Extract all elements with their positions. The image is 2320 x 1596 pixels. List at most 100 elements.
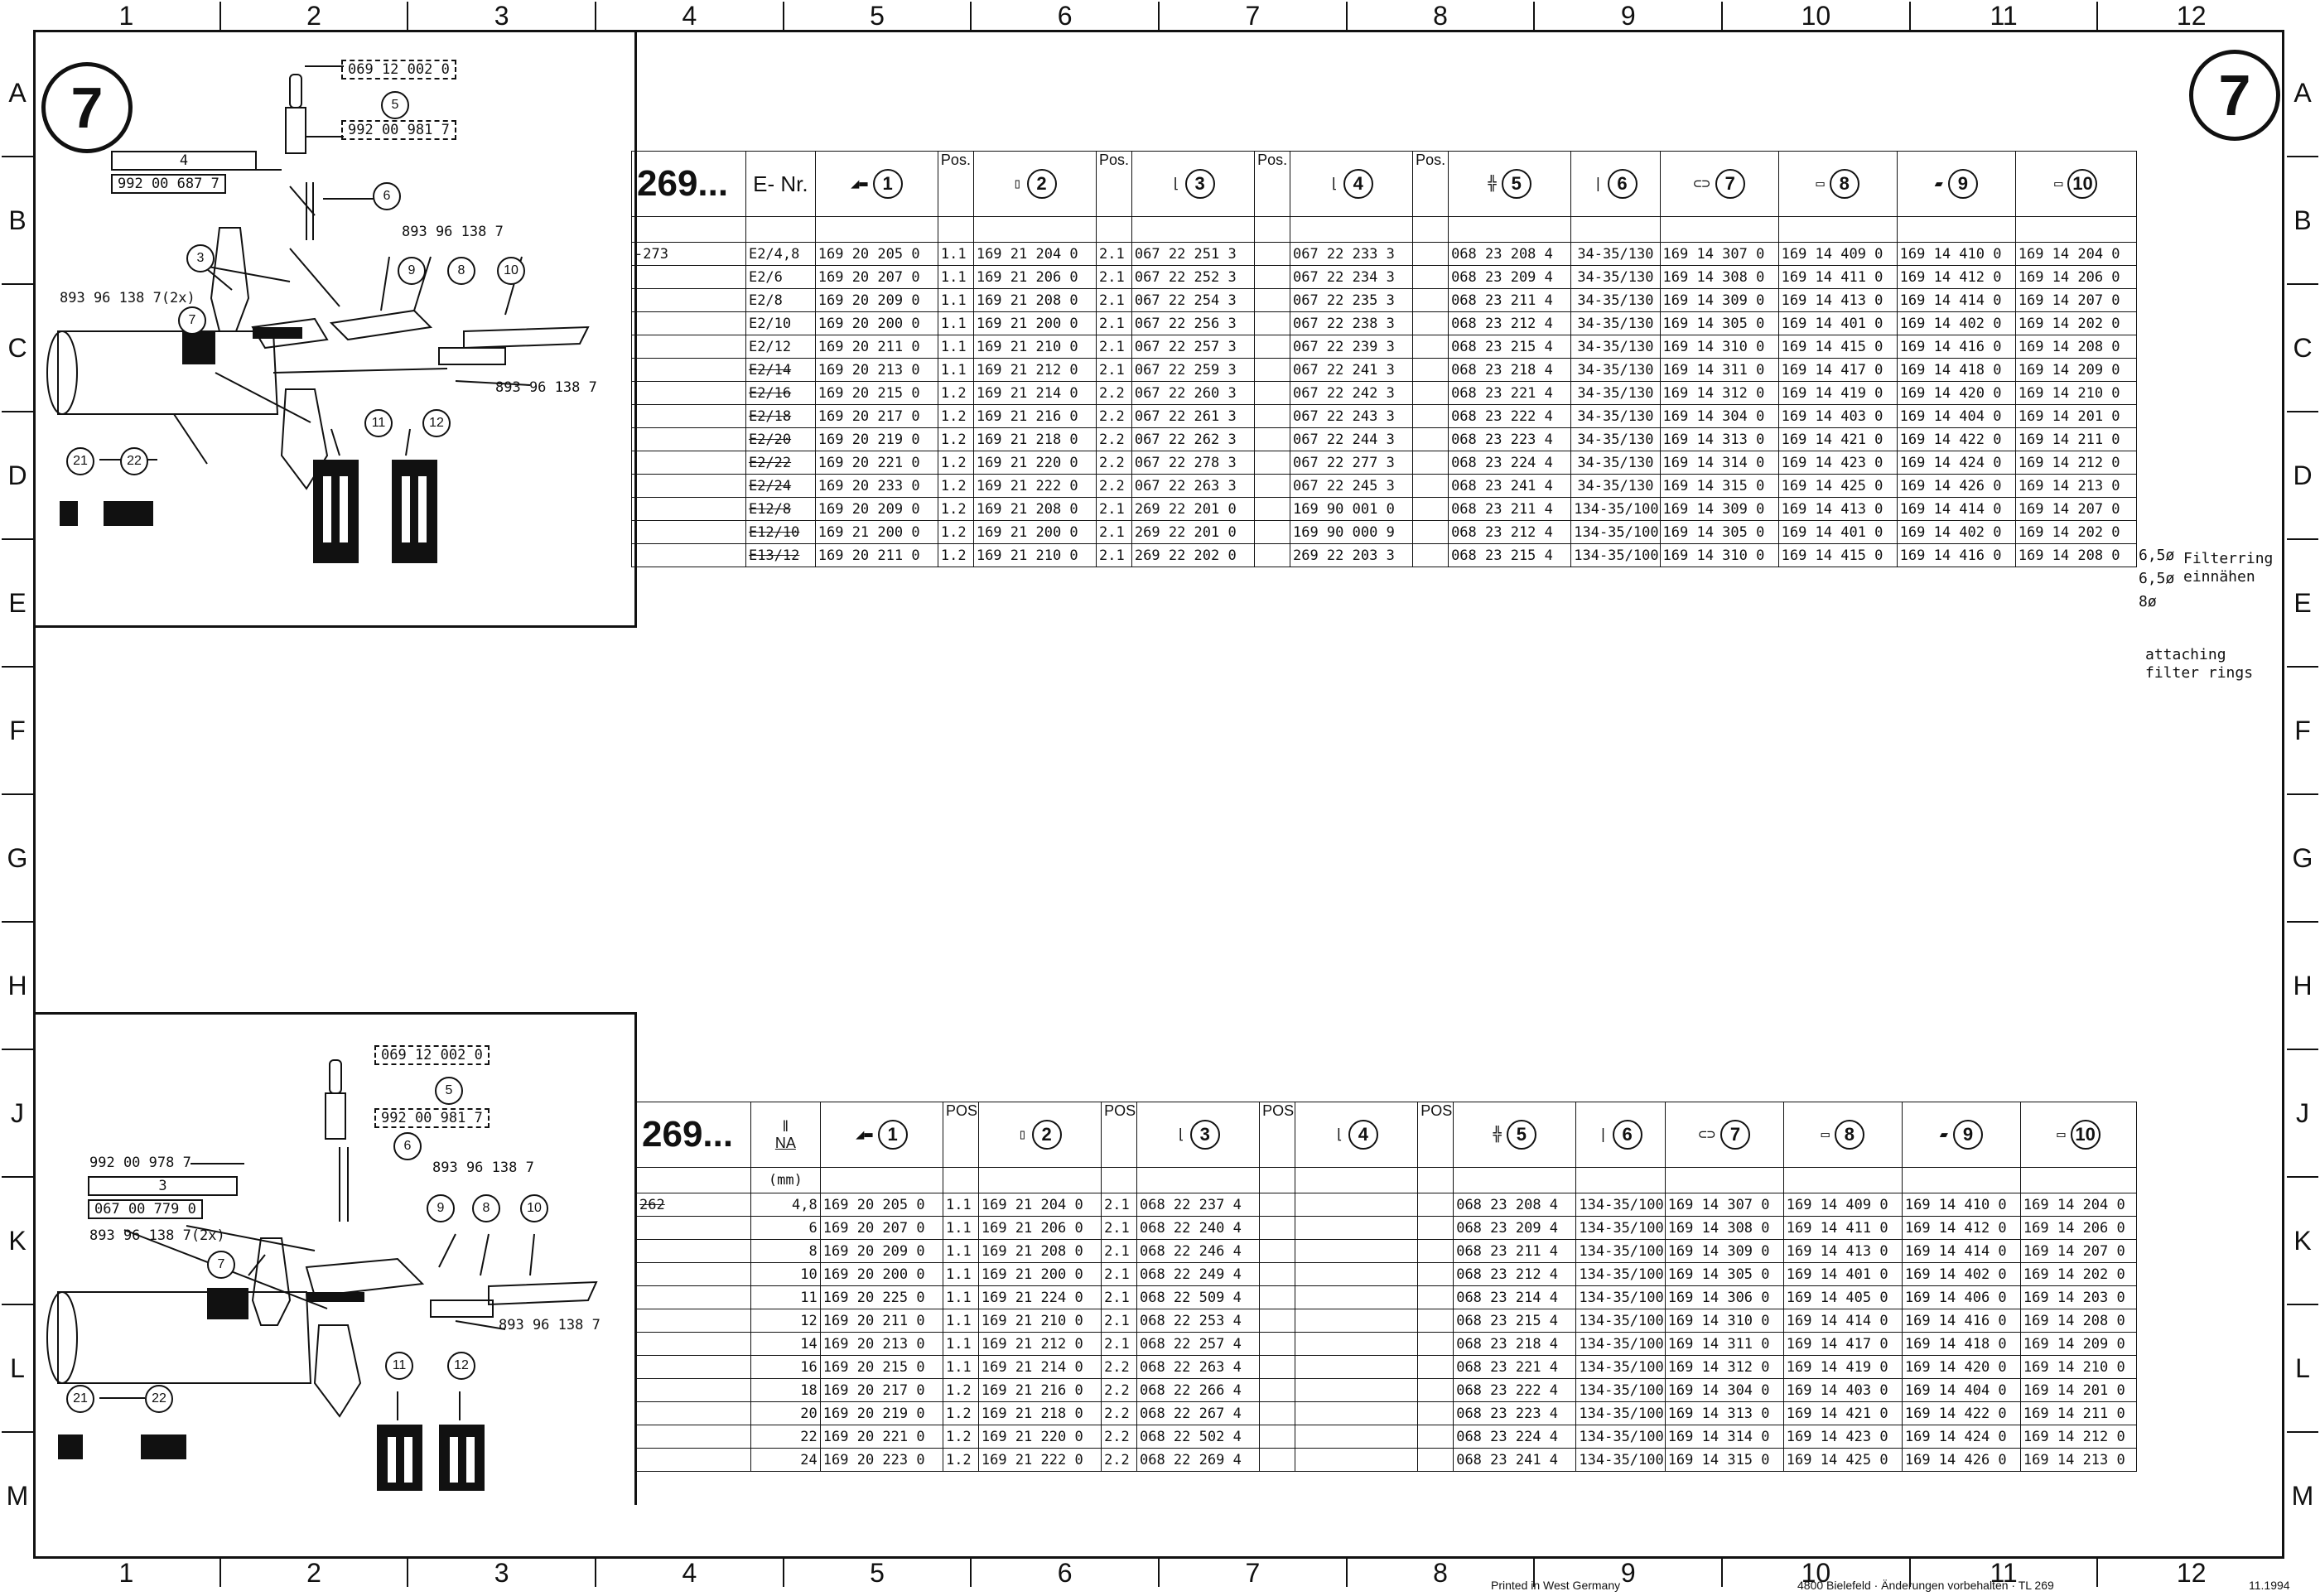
side-size: 8ø (2139, 593, 2157, 610)
part-cell: 068 23 212 4 (1448, 311, 1572, 335)
part-cell: 2.2 (1096, 427, 1132, 451)
blank-cell (1417, 1262, 1454, 1286)
part-cell: 169 14 409 0 (1777, 242, 1898, 266)
part-cell: 1.1 (937, 242, 974, 266)
enr-cell: E2/8 (745, 288, 816, 312)
foot-icon: ⌊ (1171, 176, 1180, 192)
column-index: 4 (595, 1, 783, 31)
part-cell: 169 21 216 0 (977, 1378, 1102, 1402)
part-cell: 34-35/130 (1570, 451, 1661, 475)
group-cell (636, 1332, 751, 1356)
exploded-diagram-bottom: 069 12 002 0 5 992 00 981 7 992 00 978 7… (41, 1045, 629, 1499)
blank-cell (1259, 1378, 1296, 1402)
part-cell: 067 22 239 3 (1289, 335, 1414, 359)
screw-label: 893 96 138 7 (499, 1317, 600, 1333)
part-5-header: ╬5 (1453, 1102, 1577, 1168)
part-cell: 169 14 309 0 (1659, 497, 1779, 521)
enr-cell: E13/12 (745, 543, 816, 567)
side-size: 6,5ø (2139, 570, 2175, 587)
row-index: E (2, 538, 33, 666)
part-cell: 169 20 200 0 (814, 311, 938, 335)
part-cell: 1.2 (942, 1448, 979, 1472)
part-cell: 2.2 (1096, 451, 1132, 475)
part-cell: 1.2 (942, 1401, 979, 1425)
blank-cell (1259, 1401, 1296, 1425)
part-cell: 068 22 502 4 (1136, 1425, 1261, 1449)
callout-3: 3 (186, 244, 215, 272)
part-cell: 169 20 233 0 (814, 474, 938, 498)
part-1-header: ◢▬1 (819, 1102, 943, 1168)
needle-bar-icon: ╬ (1493, 1126, 1502, 1143)
part-cell: 169 14 425 0 (1782, 1448, 1903, 1472)
part-cell: 2.2 (1101, 1448, 1137, 1472)
column-index: 7 (1158, 1558, 1346, 1588)
part-cell (1412, 474, 1449, 498)
row-index: J (2287, 1049, 2318, 1176)
blank-cell (1259, 1216, 1296, 1240)
enr-cell: E2/16 (745, 381, 816, 405)
enr-cell: E2/12 (745, 335, 816, 359)
parts-table-top: 269... E- Nr. ◢▬1 Pos. Nr. ▯2 Pos. Nr. ⌊… (631, 151, 2138, 567)
part-cell: 134-35/100 (1575, 1216, 1666, 1240)
part-cell: 169 20 219 0 (814, 427, 938, 451)
part-cell: 134-35/100 (1575, 1332, 1666, 1356)
part-cell (1412, 358, 1449, 382)
part-cell: 169 21 222 0 (977, 1448, 1102, 1472)
parts-table-bottom: 269... ‖NA ◢▬1 POS. NR. ▯2 POS. NR. ⌊3 P… (636, 1102, 2138, 1472)
part-cell: 068 23 211 4 (1448, 288, 1572, 312)
part-cell: 1.2 (937, 497, 974, 521)
row-index: M (2287, 1431, 2318, 1559)
part-cell (1254, 427, 1290, 451)
blank-cell (1570, 216, 1661, 243)
table-header-row: 269... ‖NA ◢▬1 POS. NR. ▯2 POS. NR. ⌊3 P… (636, 1102, 2138, 1168)
row-index: F (2, 666, 33, 793)
group-cell (636, 1309, 751, 1333)
part-cell: 169 21 200 0 (972, 520, 1097, 544)
blank-cell (1259, 1167, 1296, 1193)
part-cell: 169 21 208 0 (972, 497, 1097, 521)
needle-bar-icon: ╬ (1488, 176, 1497, 192)
part-number-label: 992 00 981 7 (374, 1108, 490, 1128)
part-cell: 068 23 209 4 (1453, 1216, 1577, 1240)
enr-cell: E2/4,8 (745, 242, 816, 266)
part-cell: 068 23 215 4 (1448, 335, 1572, 359)
part-cell: 068 22 267 4 (1136, 1401, 1261, 1425)
pos-nr-header: POS. NR. (942, 1102, 979, 1168)
circle-number: 9 (1947, 169, 1978, 199)
pos-nr-header: Pos. Nr. (937, 151, 974, 217)
part-cell: 2.1 (1096, 543, 1132, 567)
part-cell: 067 22 263 3 (1131, 474, 1256, 498)
callout-6: 6 (393, 1132, 422, 1160)
blank-cell (819, 1167, 943, 1193)
part-cell: 068 23 222 4 (1448, 404, 1572, 428)
part-cell: 269 22 203 3 (1289, 543, 1414, 567)
part-cell: 169 14 411 0 (1782, 1216, 1903, 1240)
part-cell: 134-35/100 (1575, 1309, 1666, 1333)
bottom-diagram-border (634, 1012, 637, 1505)
blank-cell (1417, 1309, 1454, 1333)
part-cell: 1.1 (942, 1309, 979, 1333)
part-cell: 169 14 411 0 (1777, 265, 1898, 289)
circle-number: 8 (1834, 1120, 1864, 1150)
blank-cell (942, 1167, 979, 1193)
model-header: 269... (636, 1102, 751, 1168)
model-header: 269... (631, 151, 746, 217)
part-cell: 169 20 219 0 (819, 1401, 943, 1425)
blank-cell (1259, 1448, 1296, 1472)
na-label: NA (774, 1135, 796, 1151)
part-cell: 169 14 314 0 (1664, 1425, 1784, 1449)
pos-nr-header: Pos. Nr. (1096, 151, 1132, 217)
part-cell: 2.2 (1096, 381, 1132, 405)
part-10-header: ▭10 (2019, 1102, 2138, 1168)
part-cell: 169 14 414 0 (1896, 288, 2016, 312)
blank-cell (1295, 1401, 1419, 1425)
part-cell (1254, 335, 1290, 359)
part-cell: 169 14 409 0 (1782, 1193, 1903, 1217)
part-cell: 1.2 (942, 1425, 979, 1449)
enr-cell: E2/10 (745, 311, 816, 335)
callout-9: 9 (398, 257, 426, 285)
callout-10: 10 (520, 1194, 548, 1222)
part-cell: 2.1 (1096, 358, 1132, 382)
